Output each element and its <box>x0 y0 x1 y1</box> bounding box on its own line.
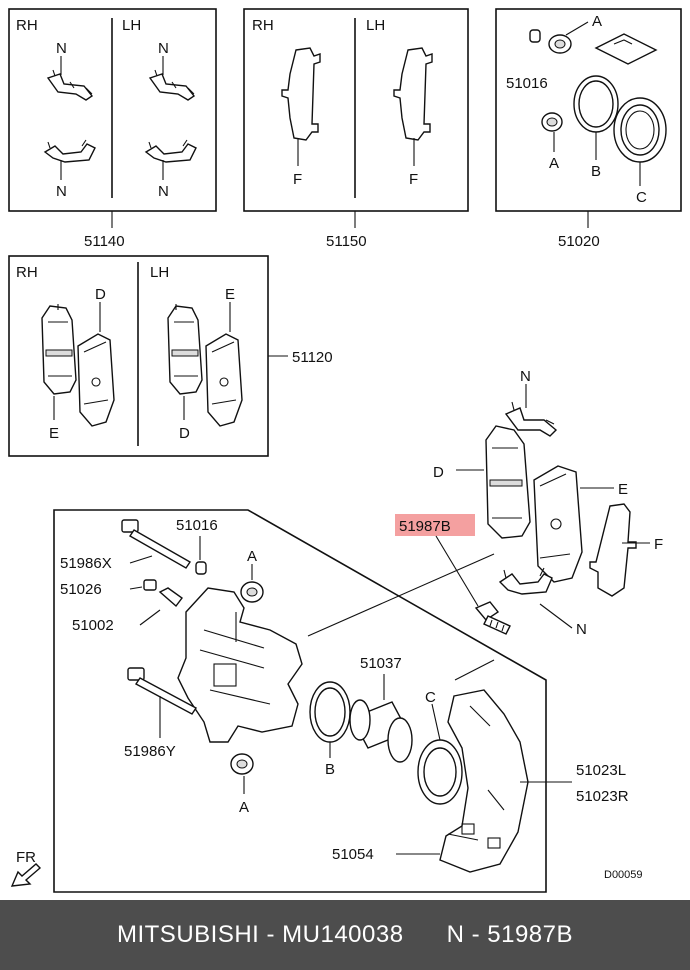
footer-part: N - 51987B <box>446 921 573 948</box>
callout-e: E <box>49 425 59 442</box>
brake-pad-icon <box>205 333 243 427</box>
clip-icon <box>144 139 197 163</box>
callout-b: B <box>325 761 335 778</box>
guide-pin-icon <box>127 667 198 715</box>
box1-lh-label: LH <box>122 17 141 34</box>
highlighted-part-label <box>395 514 475 536</box>
callout-e: E <box>225 286 235 303</box>
part-number-51987b: 51987B <box>399 518 451 535</box>
clip-icon <box>148 69 196 101</box>
bleeder-screw-icon <box>158 587 183 608</box>
part-number-51986y: 51986Y <box>124 743 176 760</box>
diagram-code: D00059 <box>604 869 643 881</box>
box4-rh-label: RH <box>16 264 38 281</box>
callout-e: E <box>618 481 628 498</box>
parts-diagram: RH LH N N N N 51140 RH <box>8 8 682 893</box>
seal-ring-icon <box>573 75 619 133</box>
part-number-51120: 51120 <box>292 349 333 366</box>
box-51150: RH LH F F 51150 <box>243 8 469 250</box>
callout-d: D <box>433 464 444 481</box>
dust-boot-icon <box>417 739 463 805</box>
footer-gap <box>404 921 447 949</box>
footer-brand: MITSUBISHI - MU140038 <box>116 921 404 948</box>
part-number-51986x: 51986X <box>60 555 112 572</box>
part-number-51140: 51140 <box>84 233 125 250</box>
part-number-51016: 51016 <box>176 517 218 534</box>
part-number-51150: 51150 <box>326 233 367 250</box>
anti-squeal-shim-icon <box>281 47 321 141</box>
part-number-51020: 51020 <box>558 233 600 250</box>
callout-d: D <box>179 425 190 442</box>
callout-f: F <box>293 171 302 188</box>
boot-icon <box>541 112 563 132</box>
bolt-icon <box>474 601 511 635</box>
box1-rh-label: RH <box>16 17 38 34</box>
callout-n: N <box>158 183 169 200</box>
grease-packet-icon <box>594 33 658 65</box>
callout-n: N <box>56 183 67 200</box>
footer-bar: MITSUBISHI - MU140038 N - 51987B <box>0 900 690 970</box>
front-label: FR <box>16 849 36 866</box>
callout-n: N <box>158 40 169 57</box>
boot-icon <box>230 753 254 775</box>
callout-f: F <box>654 536 663 553</box>
callout-f: F <box>409 171 418 188</box>
callout-b: B <box>591 163 601 180</box>
clip-icon <box>504 401 558 437</box>
seal-ring-icon <box>309 681 351 743</box>
part-number-51026: 51026 <box>60 581 102 598</box>
callout-c: C <box>425 689 436 706</box>
brake-pad-icon <box>485 425 531 539</box>
anti-squeal-shim-icon <box>589 503 637 597</box>
box-51120: RH LH D E E D 511 <box>8 255 333 457</box>
boot-icon <box>240 581 264 603</box>
brake-pad-icon <box>41 304 77 395</box>
box4-lh-label: LH <box>150 264 169 281</box>
callout-n: N <box>576 621 587 638</box>
anti-squeal-shim-icon <box>393 47 433 141</box>
caliper-support-icon <box>439 689 529 873</box>
clip-icon <box>43 139 96 163</box>
front-arrow-icon <box>10 863 42 887</box>
dust-boot-icon <box>613 97 667 163</box>
clip-icon <box>46 69 94 101</box>
brake-pad-icon <box>77 333 115 427</box>
callout-a: A <box>247 548 257 565</box>
part-number-51037: 51037 <box>360 655 402 672</box>
callout-n: N <box>520 368 531 385</box>
callout-c: C <box>636 189 647 206</box>
guide-pin-icon <box>121 519 191 569</box>
part-number-51054: 51054 <box>332 846 374 863</box>
box2-rh-label: RH <box>252 17 274 34</box>
caliper-body-icon <box>177 587 303 743</box>
clip-icon <box>498 567 553 595</box>
part-number-51002: 51002 <box>72 617 114 634</box>
box2-lh-label: LH <box>366 17 385 34</box>
main-assembly: N D E F N 51987B 51016 51986X 51026 <box>10 368 663 893</box>
part-number-51023l: 51023L <box>576 762 626 779</box>
callout-d: D <box>95 286 106 303</box>
box-51140: RH LH N N N N 51140 <box>8 8 217 250</box>
boot-icon <box>529 29 572 54</box>
part-number-51016-kit: 51016 <box>506 75 548 92</box>
part-number-51023r: 51023R <box>576 788 629 805</box>
brake-pad-icon <box>533 465 583 583</box>
box-51020: A 51016 A B C 51020 <box>495 8 682 250</box>
callout-a: A <box>592 13 602 30</box>
callout-n: N <box>56 40 67 57</box>
callout-a: A <box>239 799 249 816</box>
brake-pad-icon <box>167 304 203 395</box>
callout-a: A <box>549 155 559 172</box>
piston-icon <box>349 699 413 763</box>
